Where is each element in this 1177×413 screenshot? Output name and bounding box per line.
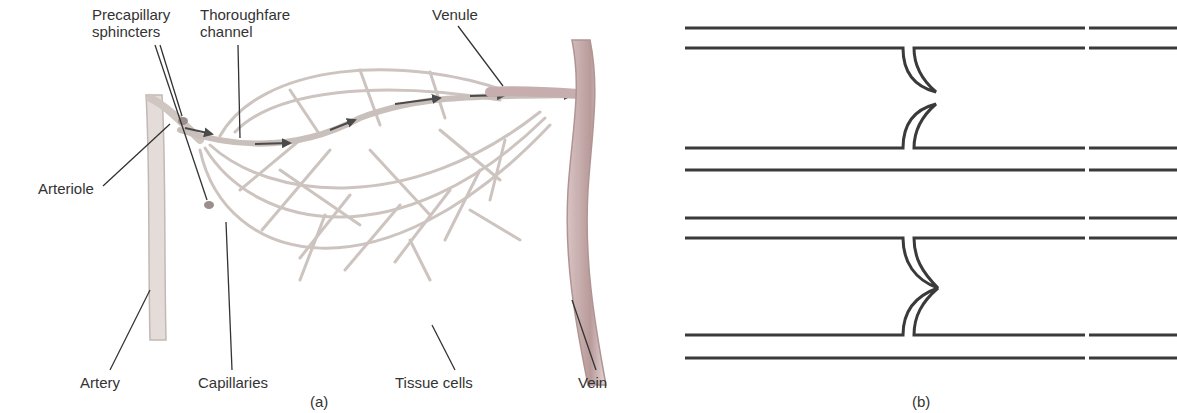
callout-label: Capillaries	[198, 374, 298, 391]
callout-label: Venule	[432, 6, 512, 23]
artery	[146, 95, 166, 340]
callout-label: Vein	[578, 374, 638, 391]
image-gap	[1085, 20, 1089, 365]
sphincter-schematic	[685, 28, 1177, 358]
callout-label: Arteriole	[38, 180, 118, 197]
panel-letter: (b)	[912, 393, 952, 410]
sphincter	[204, 201, 214, 209]
leader-line	[103, 26, 596, 370]
capillary-bed	[103, 26, 606, 385]
callout-label: Precapillary sphincters	[92, 6, 187, 40]
vein	[567, 40, 606, 385]
venule	[490, 91, 578, 94]
callout-label: Tissue cells	[395, 374, 505, 391]
callout-label: Artery	[80, 374, 150, 391]
callout-label: Thoroughfare channel	[200, 6, 300, 40]
panel-letter: (a)	[310, 393, 350, 410]
flow-arrow	[185, 95, 572, 144]
capillaries	[200, 70, 550, 280]
